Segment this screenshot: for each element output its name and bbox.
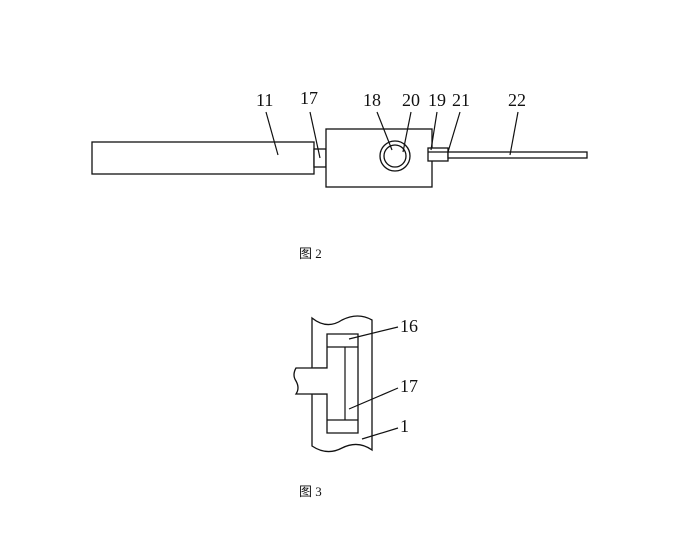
label-22: 22 [508, 90, 526, 110]
leader-17-fig3 [348, 387, 399, 410]
housing-block [325, 128, 433, 188]
label-17-fig3: 17 [400, 376, 418, 396]
leader-20 [402, 111, 412, 153]
leader-21 [447, 111, 461, 153]
leader-22 [509, 111, 519, 156]
label-17: 17 [300, 88, 318, 108]
leader-19 [430, 111, 438, 151]
leader-17 [309, 111, 321, 159]
label-18: 18 [363, 90, 381, 110]
leader-11 [265, 111, 279, 156]
part-11-rod [91, 141, 315, 175]
leader-1 [361, 427, 399, 440]
part-20-ring-inner [383, 144, 407, 168]
part-22-wire [447, 151, 588, 159]
label-1: 1 [400, 416, 409, 436]
figure-3: 16 17 1 图 3 [293, 315, 418, 499]
label-19: 19 [428, 90, 446, 110]
label-16: 16 [400, 316, 418, 336]
caption-figure-3: 图 3 [299, 484, 322, 499]
leader-16 [348, 326, 399, 340]
caption-figure-2: 图 2 [299, 246, 322, 261]
part-17-stub-shaft [293, 367, 327, 395]
figure-2: 11 17 18 20 19 21 22 图 2 [91, 88, 588, 261]
leader-18 [376, 111, 393, 151]
label-21: 21 [452, 90, 470, 110]
label-20: 20 [402, 90, 420, 110]
label-11: 11 [256, 90, 273, 110]
